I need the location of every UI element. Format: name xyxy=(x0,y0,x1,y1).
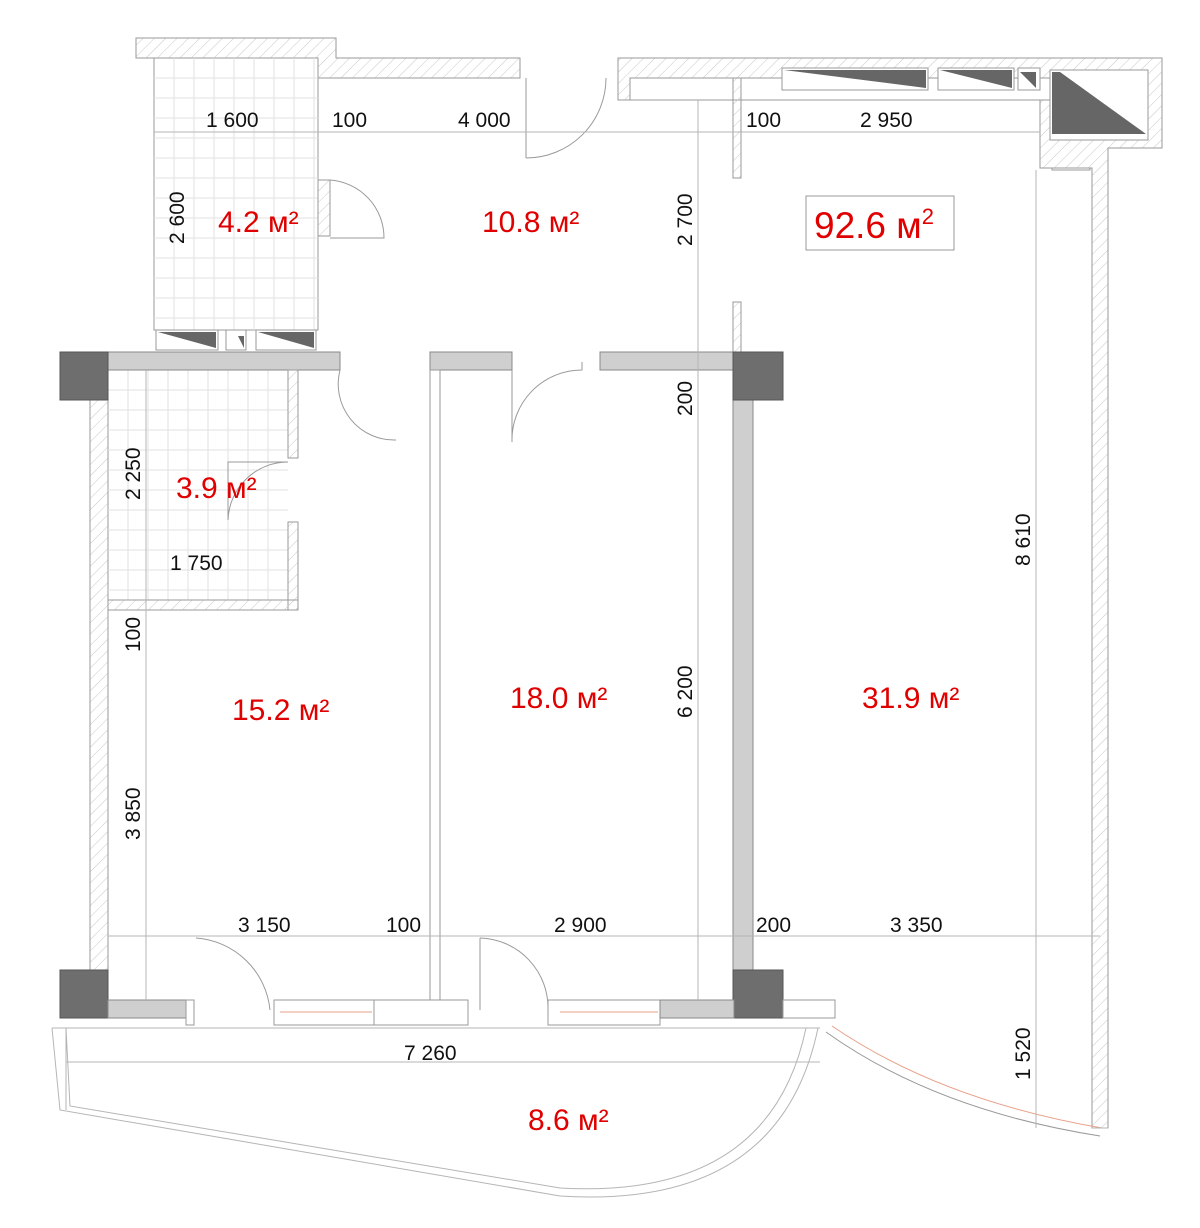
dim-label: 200 xyxy=(756,914,791,937)
room-area-labels: 4.2 м² 10.8 м² 3.9 м² 15.2 м² 18.0 м² 31… xyxy=(176,206,959,1137)
dimension-lines xyxy=(66,100,1100,1128)
dim-label: 100 xyxy=(332,109,367,132)
dim-label: 2 700 xyxy=(674,193,697,246)
svg-text:92.6 м2: 92.6 м2 xyxy=(814,204,934,246)
dim-label: 2 600 xyxy=(166,191,189,244)
room-area-bedroom-left: 15.2 м² xyxy=(232,694,329,727)
dim-label: 2 950 xyxy=(860,109,913,132)
dim-label: 1 750 xyxy=(170,552,223,575)
dim-label: 4 000 xyxy=(458,109,511,132)
dim-label: 3 850 xyxy=(122,787,145,840)
dim-label: 2 900 xyxy=(554,914,607,937)
balcony-outline xyxy=(51,1025,1108,1198)
bathroom-tiles xyxy=(108,58,318,600)
dimension-labels: 1 600 100 4 000 100 2 950 2 600 2 700 20… xyxy=(122,109,1035,1080)
dim-label: 100 xyxy=(122,617,145,652)
exterior-walls xyxy=(89,37,1163,1129)
room-area-living-room: 31.9 м² xyxy=(862,682,959,715)
dim-label: 3 350 xyxy=(890,914,943,937)
dim-label: 200 xyxy=(674,381,697,416)
bottom-wall xyxy=(107,999,836,1026)
room-area-bedroom-middle: 18.0 м² xyxy=(510,682,607,715)
dim-label: 6 200 xyxy=(674,665,697,718)
room-area-bathroom-top: 4.2 м² xyxy=(218,206,299,239)
room-area-bathroom-left: 3.9 м² xyxy=(176,472,257,505)
columns xyxy=(59,351,784,1019)
room-area-hall: 10.8 м² xyxy=(482,206,579,239)
dim-label: 1 520 xyxy=(1012,1027,1035,1080)
dim-label: 1 600 xyxy=(206,109,259,132)
dim-label: 100 xyxy=(386,914,421,937)
dim-label: 100 xyxy=(746,109,781,132)
room-area-balcony: 8.6 м² xyxy=(528,1104,609,1137)
dim-label: 3 150 xyxy=(238,914,291,937)
dim-label: 8 610 xyxy=(1012,513,1035,566)
dim-label: 2 250 xyxy=(122,447,145,500)
doors xyxy=(195,77,607,1011)
total-area: 92.6 м2 xyxy=(805,195,955,251)
interior-walls xyxy=(107,67,1146,1001)
dim-label: 7 260 xyxy=(404,1042,457,1065)
